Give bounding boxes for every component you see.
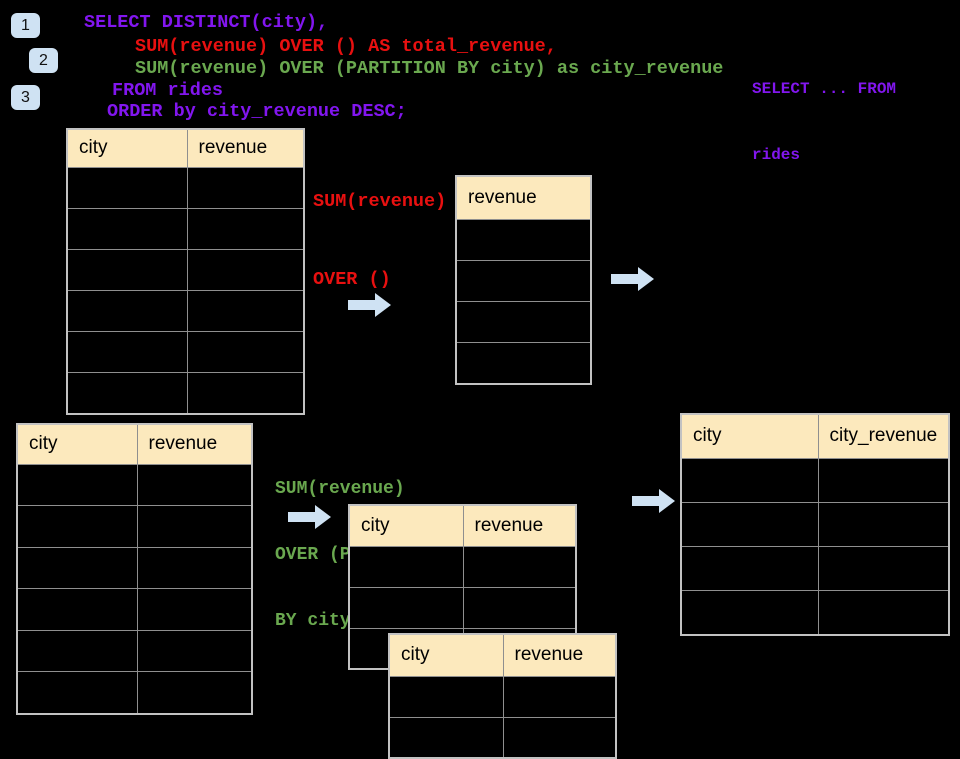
column-header-revenue: revenue bbox=[455, 175, 592, 220]
table-row bbox=[680, 457, 950, 503]
side-note-line-2: rides bbox=[752, 146, 801, 164]
arrow-right-icon-partition-out bbox=[632, 489, 675, 513]
table-row bbox=[455, 218, 592, 261]
table-row bbox=[680, 590, 950, 636]
table-row bbox=[388, 675, 617, 718]
step-badge-2: 2 bbox=[29, 48, 58, 73]
column-header-city: city bbox=[388, 633, 504, 677]
table-row bbox=[455, 259, 592, 303]
sql-code-line-1: SELECT DISTINCT(city), bbox=[84, 12, 329, 33]
table-row bbox=[66, 207, 305, 250]
column-header-city: city bbox=[680, 413, 819, 459]
table-row bbox=[680, 501, 950, 548]
table-rides-source-top: city revenue bbox=[66, 128, 305, 416]
column-header-city-revenue: city_revenue bbox=[817, 413, 950, 459]
sql-code-line-4: FROM rides bbox=[112, 80, 224, 101]
table-city-revenue-result: city city_revenue bbox=[680, 413, 950, 637]
table-total-revenue-result: revenue bbox=[455, 175, 592, 386]
table-row bbox=[455, 342, 592, 385]
table-row bbox=[388, 716, 617, 759]
table-row bbox=[16, 588, 253, 631]
table-row bbox=[66, 166, 305, 209]
step-badge-3: 3 bbox=[11, 85, 40, 110]
column-header-revenue: revenue bbox=[136, 423, 253, 465]
table-row bbox=[16, 629, 253, 673]
table-partition-input-front: city revenue bbox=[388, 633, 617, 759]
side-note-line-1: SELECT ... FROM bbox=[752, 80, 897, 98]
table-row bbox=[16, 463, 253, 507]
column-header-city: city bbox=[66, 128, 188, 168]
table-row bbox=[66, 372, 305, 415]
table-row bbox=[66, 331, 305, 374]
annotation-total-revenue: SUM(revenue) OVER () bbox=[313, 137, 446, 319]
table-row bbox=[16, 546, 253, 590]
table-rides-source-bottom: city revenue bbox=[16, 423, 253, 715]
table-row bbox=[16, 671, 253, 715]
sql-code-line-2: SUM(revenue) OVER () AS total_revenue, bbox=[135, 36, 557, 57]
column-header-city: city bbox=[16, 423, 138, 465]
arrow-right-icon-partition-in bbox=[288, 505, 331, 529]
step-badge-1: 1 bbox=[11, 13, 40, 38]
sql-code-line-3: SUM(revenue) OVER (PARTITION BY city) as… bbox=[135, 58, 724, 79]
column-header-revenue: revenue bbox=[502, 633, 617, 677]
table-row bbox=[455, 301, 592, 344]
annotation-total-line-1: SUM(revenue) bbox=[313, 191, 447, 212]
column-header-revenue: revenue bbox=[186, 128, 305, 168]
annotation-partition-line-1: SUM(revenue) bbox=[275, 479, 405, 499]
arrow-right-icon-total-in bbox=[348, 293, 391, 317]
table-row bbox=[16, 505, 253, 548]
arrow-right-icon-total-out bbox=[611, 267, 654, 291]
sql-code-line-5: ORDER by city_revenue DESC; bbox=[107, 101, 407, 122]
table-row bbox=[348, 586, 577, 629]
table-row bbox=[348, 545, 577, 588]
side-note-select-from-rides: SELECT ... FROM rides bbox=[752, 34, 896, 188]
column-header-revenue: revenue bbox=[462, 504, 577, 547]
annotation-total-line-2: OVER () bbox=[313, 269, 391, 290]
table-row bbox=[66, 248, 305, 292]
annotation-partition-line-3: BY city) bbox=[275, 611, 362, 631]
table-row bbox=[680, 546, 950, 592]
column-header-city: city bbox=[348, 504, 464, 547]
table-row bbox=[66, 290, 305, 333]
